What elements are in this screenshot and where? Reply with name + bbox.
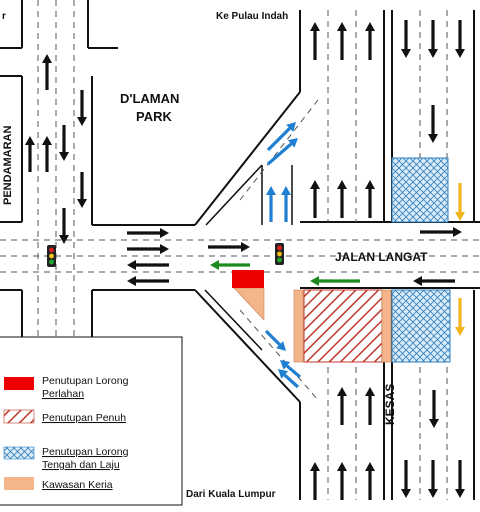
park-label-line1: D'LAMAN	[120, 91, 179, 106]
legend-label-center-fast-1: Penutupan Lorong	[42, 446, 129, 458]
slow-lane-closure	[232, 270, 264, 288]
arrow-head	[160, 244, 169, 254]
road-label-kesas: KESAS	[383, 384, 397, 425]
arrow-head-diagonal	[276, 341, 286, 351]
arrow-head-diagonal	[286, 122, 296, 132]
jalan-langat-road	[0, 221, 480, 291]
arrow-shaft-diagonal	[266, 142, 293, 166]
legend-label-slow-lane-2: Perlahan	[42, 388, 84, 400]
legend-label-work-area: Kawasan Keria	[42, 479, 113, 491]
arrow-head	[365, 180, 375, 189]
arrow-shaft-diagonal	[266, 127, 291, 152]
arrow-head	[337, 387, 347, 396]
arrow-head	[77, 117, 87, 126]
road-label-main: JALAN LANGAT	[335, 250, 428, 264]
road-label-fragment: r	[2, 11, 6, 22]
arrow-head	[428, 49, 438, 58]
traffic-light-east	[275, 243, 284, 265]
pendamaran-road	[0, 0, 118, 340]
work-area-left	[293, 289, 304, 363]
arrow-head	[428, 134, 438, 143]
arrow-head	[59, 235, 69, 244]
arrow-head	[455, 327, 465, 336]
arrow-head-diagonal	[280, 360, 291, 370]
arrow-head	[310, 276, 319, 286]
work-area-slip	[233, 287, 265, 321]
arrow-head	[310, 22, 320, 31]
arrow-head	[453, 227, 462, 237]
arrow-head	[160, 228, 169, 238]
arrow-head	[281, 186, 291, 195]
legend: Penutupan Lorong Perlahan Penutupan Penu…	[0, 336, 183, 506]
legend-swatch-center-fast	[3, 446, 35, 460]
arrow-head	[42, 136, 52, 145]
arrow-head-diagonal	[287, 138, 298, 148]
park-label-line2: PARK	[136, 109, 172, 124]
arrow-head	[59, 152, 69, 161]
arrow-head	[455, 49, 465, 58]
arrow-head	[337, 462, 347, 471]
arrow-head-diagonal	[278, 369, 289, 379]
arrow-head	[428, 489, 438, 498]
arrow-head	[429, 419, 439, 428]
arrow-head	[365, 22, 375, 31]
work-area-middle	[381, 289, 392, 363]
arrow-head	[365, 387, 375, 396]
traffic-arrows	[25, 20, 465, 500]
center-fast-lane-closure-north	[391, 157, 449, 223]
legend-swatch-full-closure	[3, 409, 35, 424]
center-fast-lane-closure-south	[391, 289, 451, 363]
arrow-head	[210, 260, 219, 270]
arrow-head	[310, 180, 320, 189]
full-closure-area	[303, 289, 383, 363]
arrow-head	[455, 212, 465, 221]
arrow-head	[127, 276, 136, 286]
arrow-shaft-diagonal	[285, 364, 302, 379]
arrow-head	[310, 462, 320, 471]
road-label-top: Ke Pulau Indah	[216, 11, 288, 22]
road-label-bottom: Dari Kuala Lumpur	[186, 489, 276, 500]
legend-swatch-work-area	[4, 477, 34, 490]
legend-label-center-fast-2: Tengah dan Laju	[42, 459, 120, 471]
arrow-shaft-diagonal	[283, 373, 300, 389]
arrow-shaft-diagonal	[264, 329, 281, 346]
arrow-head	[401, 49, 411, 58]
arrow-head	[401, 489, 411, 498]
arrow-head	[241, 242, 250, 252]
arrow-head	[127, 260, 136, 270]
arrow-head	[266, 186, 276, 195]
arrow-head	[455, 489, 465, 498]
legend-label-slow-lane-1: Penutupan Lorong	[42, 375, 129, 387]
arrow-head	[25, 136, 35, 145]
legend-label-full-closure: Penutupan Penuh	[42, 412, 126, 424]
arrow-head	[413, 276, 422, 286]
traffic-light-west	[47, 245, 56, 267]
legend-swatch-slow-lane	[4, 377, 34, 390]
road-label-left: PENDAMARAN	[2, 126, 14, 206]
arrow-head	[77, 199, 87, 208]
arrow-head	[42, 54, 52, 63]
arrow-head	[337, 180, 347, 189]
arrow-head	[337, 22, 347, 31]
arrow-head	[365, 462, 375, 471]
